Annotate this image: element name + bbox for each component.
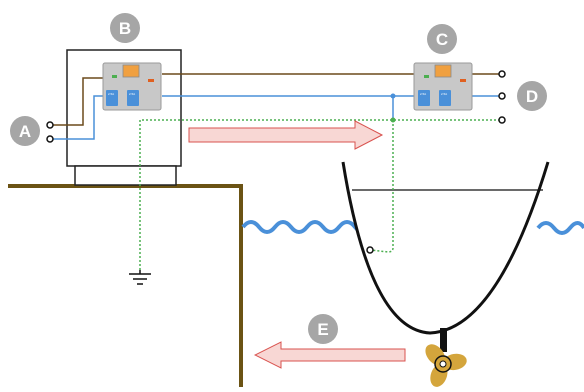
breaker-label-1: 2.5A — [108, 92, 114, 96]
isolation-module-left: 2.5A 2.5A — [102, 62, 162, 111]
output-terminal-live — [498, 70, 506, 78]
earth-wire-main — [139, 119, 500, 270]
module-breaker-1 — [418, 90, 430, 106]
earth-wire-hull — [370, 120, 394, 253]
input-terminal-live — [46, 121, 54, 129]
breaker-label-2: 2.5A — [129, 92, 135, 96]
shore-edge — [8, 184, 243, 387]
badge-a: A — [10, 116, 40, 146]
neutral-wire-input — [50, 95, 106, 140]
module-led-green — [112, 75, 117, 78]
isolation-module-right: 2.5A 2.5A — [413, 62, 473, 111]
badge-e-circle — [308, 314, 338, 344]
breaker-label-2: 2.5A — [441, 92, 447, 96]
flow-arrow-right — [188, 120, 384, 150]
live-wire-input — [50, 77, 106, 126]
badge-a-label: A — [19, 122, 31, 141]
boat-hull — [341, 161, 550, 352]
badge-a-circle — [10, 116, 40, 146]
arrow-left-icon — [253, 341, 406, 369]
water-waves — [241, 220, 584, 235]
output-terminal-earth — [498, 116, 506, 124]
badge-d-label: D — [526, 87, 538, 106]
badge-d-circle — [517, 81, 547, 111]
badge-b-circle — [110, 13, 140, 43]
module-led-orange — [148, 79, 154, 82]
output-terminal-neutral — [498, 92, 506, 100]
propeller-shaft — [440, 328, 447, 352]
wave-left — [241, 220, 373, 234]
module-breaker-1 — [106, 90, 118, 106]
badge-e-label: E — [317, 320, 328, 339]
badge-b: B — [110, 13, 140, 43]
terminals — [46, 70, 506, 254]
flow-arrow-left — [253, 341, 406, 369]
propeller-icon — [425, 344, 467, 387]
module-led-green — [424, 75, 429, 78]
badge-e: E — [308, 314, 338, 344]
module-display — [434, 64, 452, 78]
module-breaker-2 — [439, 90, 451, 106]
input-terminal-neutral — [46, 135, 54, 143]
neutral-junction — [390, 93, 396, 99]
breaker-label-1: 2.5A — [420, 92, 426, 96]
wave-right — [536, 221, 584, 235]
module-display — [122, 64, 140, 78]
pedestal-stand — [74, 165, 177, 186]
propeller-hub-center — [439, 360, 447, 368]
earth-junction — [390, 117, 396, 123]
badge-c-circle — [427, 24, 457, 54]
wiring — [50, 73, 500, 270]
badge-d: D — [517, 81, 547, 111]
module-breaker-2 — [127, 90, 139, 106]
badge-c-label: C — [436, 30, 448, 49]
shore-ground — [8, 184, 243, 387]
hull-outline — [341, 161, 550, 335]
arrow-right-icon — [188, 120, 384, 150]
badge-c: C — [427, 24, 457, 54]
module-led-orange — [460, 79, 466, 82]
hull-earth-terminal — [366, 246, 374, 254]
badge-b-label: B — [119, 19, 131, 38]
ground-symbol-icon — [129, 270, 151, 285]
